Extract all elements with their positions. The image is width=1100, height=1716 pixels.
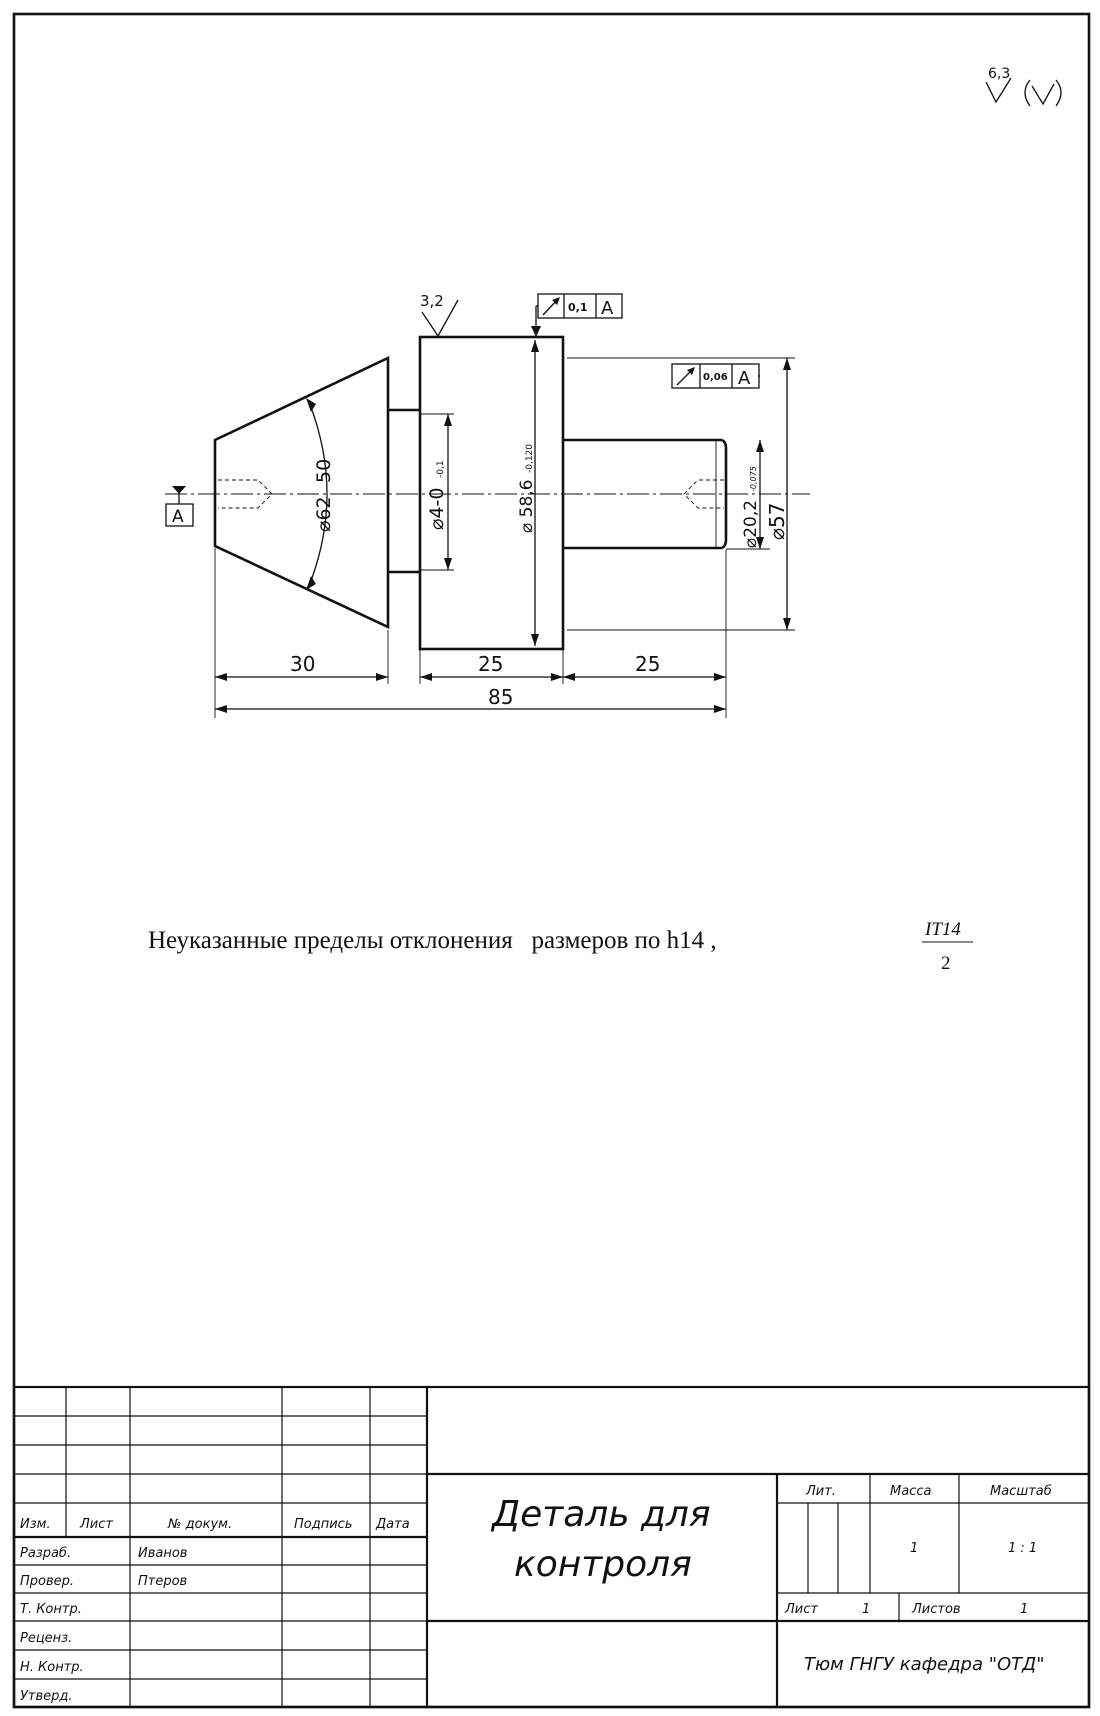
title-block: Изм. Лист № докум. Подпись Дата Разраб. … — [12, 1385, 1091, 1709]
groove-tol-label: -0,1 — [436, 460, 446, 478]
cone-angle-label: 50 — [313, 459, 335, 483]
collar-tol-label: -0,120 — [525, 444, 535, 473]
sheet-frame — [12, 12, 1091, 1709]
datum-triangle-icon — [172, 486, 186, 494]
datum-a: A — [165, 486, 194, 527]
collar-diameter-label: ⌀ 58,6 — [517, 480, 537, 534]
role-razrab: Разраб. — [20, 1546, 71, 1561]
outer-diameter-label: ⌀57 — [765, 503, 789, 541]
note-fraction-num: IT14 — [924, 919, 961, 940]
runout-tolerance-right: 0,06 A — [671, 363, 760, 389]
part-drawing: A 3,2 0,1 A 0,06 A — [165, 292, 810, 718]
shaft-tol-label: -0,075 — [749, 466, 758, 492]
scale-value: 1 : 1 — [1008, 1541, 1037, 1556]
scale-label: Масштаб — [990, 1484, 1052, 1499]
note-fraction-den: 2 — [941, 953, 951, 974]
runout-top-arrowhead-icon — [531, 326, 541, 337]
cone-diameter-label: ⌀62 — [313, 496, 335, 532]
hdr-sign: Подпись — [294, 1517, 352, 1532]
cone-outline — [213, 355, 390, 630]
collar-diameter-dim: ⌀ 58,6 -0,120 — [517, 340, 539, 646]
title-line2: контроля — [514, 1544, 692, 1585]
lit-label: Лит. — [805, 1484, 836, 1499]
length-dimensions: 30 25 25 85 — [214, 548, 727, 718]
hdr-list: Лист — [79, 1517, 113, 1532]
role-nkontr: Н. Контр. — [20, 1660, 84, 1675]
outer-diameter-dim: ⌀57 — [567, 357, 795, 631]
shaft-diameter-dim: ⌀20,2 -0,075 — [726, 440, 770, 550]
collar-arrow-top-icon — [531, 340, 539, 352]
face-roughness-icon — [421, 299, 459, 338]
dim-collar-arrow-r-icon — [551, 673, 563, 681]
dim-total-arrow-l-icon — [215, 705, 227, 713]
role-utverd: Утверд. — [20, 1689, 73, 1704]
shaft-chamfer — [721, 438, 728, 550]
dim-shaft-arrow-l-icon — [563, 673, 575, 681]
groove-arrow-bot-icon — [444, 558, 452, 570]
shaft-arrow-top-icon — [756, 440, 764, 452]
technical-note: Неуказанные пределы отклонения размеров … — [148, 919, 973, 974]
runout-right-value: 0,06 — [703, 372, 728, 383]
dim-collar-arrow-l-icon — [420, 673, 432, 681]
outer-arrow-top-icon — [783, 358, 791, 370]
runout-tolerance-top: 0,1 A — [531, 293, 623, 337]
datum-letter: A — [172, 507, 184, 527]
dim-total-arrow-r-icon — [714, 705, 726, 713]
cone-angle-arc — [308, 401, 328, 587]
note-text: Неуказанные пределы отклонения размеров … — [148, 927, 717, 954]
mass-value: 1 — [910, 1541, 918, 1556]
cone-center-hole — [218, 479, 273, 509]
sheet-value: 1 — [862, 1602, 870, 1617]
general-roughness-value: 6,3 — [988, 66, 1010, 82]
runout-arrowhead-icon — [552, 297, 560, 305]
groove-diameter-label: ⌀4-0 — [426, 488, 448, 530]
hdr-izm: Изм. — [20, 1517, 51, 1532]
shaft-arrow-bot-icon — [756, 537, 764, 549]
collar-arrow-bot-icon — [531, 634, 539, 646]
len-shaft-label: 25 — [635, 652, 660, 676]
collar-outline — [418, 335, 565, 651]
mass-label: Масса — [890, 1484, 931, 1499]
len-total-label: 85 — [488, 685, 513, 709]
name-razrab: Иванов — [138, 1546, 187, 1561]
shaft-center-hole — [683, 479, 724, 509]
groove-diameter-dim: ⌀4-0 -0,1 — [420, 413, 454, 571]
title-line1: Деталь для — [490, 1494, 711, 1535]
dim-cone-arrow-r-icon — [376, 673, 388, 681]
face-roughness: 3,2 — [420, 292, 459, 338]
sheets-value: 1 — [1020, 1602, 1028, 1617]
runout-top-datum: A — [601, 298, 614, 319]
groove-arrow-top-icon — [444, 414, 452, 426]
len-collar-label: 25 — [478, 652, 503, 676]
hdr-doc: № докум. — [167, 1517, 232, 1532]
dim-cone-arrow-l-icon — [215, 673, 227, 681]
shaft-diameter-label: ⌀20,2 — [741, 500, 761, 548]
role-recenz: Реценз. — [20, 1631, 72, 1646]
title-block-outline — [12, 1385, 1091, 1709]
sheet-label: Лист — [784, 1602, 818, 1617]
face-roughness-value: 3,2 — [420, 292, 444, 310]
sheets-label: Листов — [911, 1602, 961, 1617]
runout-right-datum: A — [738, 368, 751, 389]
runout-top-value: 0,1 — [568, 301, 588, 314]
outer-arrow-bot-icon — [783, 618, 791, 630]
cone-angle-arrow-bot-icon — [306, 576, 316, 590]
dim-shaft-arrow-r-icon — [714, 673, 726, 681]
datum-box — [165, 503, 194, 527]
roughness-check-inner-icon — [1031, 83, 1055, 106]
runout-right-arrowhead-icon — [687, 367, 695, 375]
general-roughness-symbol: 6,3 — [985, 66, 1062, 107]
hdr-date: Дата — [375, 1517, 410, 1532]
len-cone-label: 30 — [290, 652, 315, 676]
roughness-check-icon — [985, 77, 1012, 104]
name-prover: Птеров — [138, 1574, 187, 1589]
role-prover: Провер. — [20, 1574, 74, 1589]
cone-angle-arrow-top-icon — [306, 398, 316, 412]
role-tkontr: Т. Контр. — [20, 1602, 82, 1617]
org-label: Тюм ГНГУ кафедра "ОТД" — [804, 1654, 1045, 1675]
cone-angle-dim: 50 ⌀62 — [306, 398, 335, 590]
roughness-bracket-icon — [1024, 79, 1062, 107]
